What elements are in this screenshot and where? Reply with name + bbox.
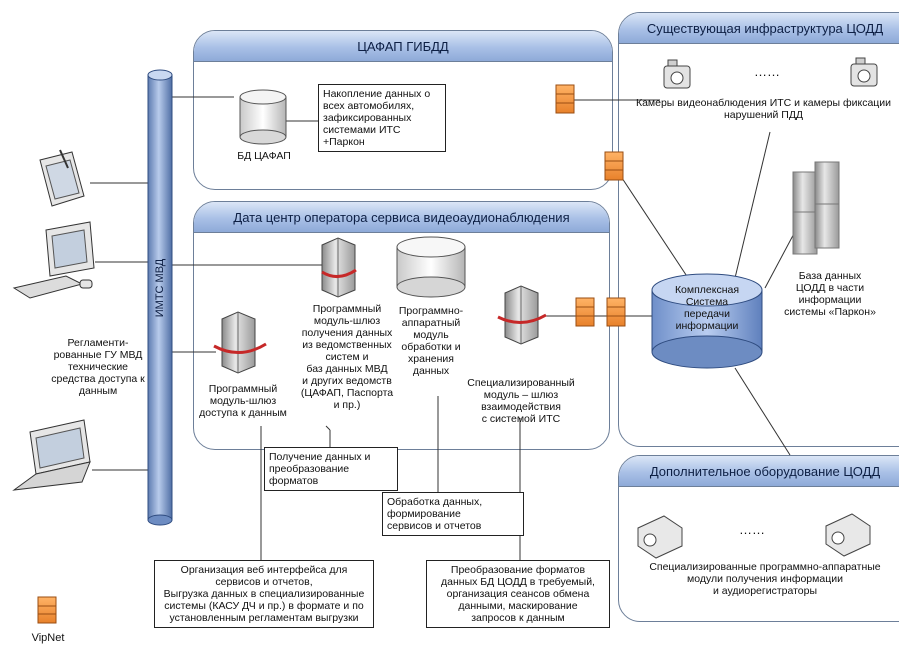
- server-gateway-data-icon: [321, 237, 357, 298]
- dots-cameras: ……: [754, 64, 780, 79]
- datacenter-panel: Дата центр оператора сервиса видеоаудион…: [193, 201, 610, 450]
- firewall-icon-2: [604, 151, 624, 181]
- camera-icon-2: [850, 57, 878, 87]
- db-cafap-label: БД ЦАФАП: [237, 150, 291, 162]
- imts-bus-label: ИМТС МВД: [154, 258, 166, 318]
- database-label: База данных ЦОДД в части информации сист…: [784, 270, 876, 318]
- desktop-computer-icon: [12, 221, 95, 299]
- callout-process: Обработка данных, формирование сервисов …: [382, 492, 524, 536]
- firewall-icon-1: [555, 84, 575, 114]
- module-access-label: Программный модуль-шлюз доступа к данным: [199, 383, 287, 419]
- vipnet-legend-icon: [37, 596, 57, 624]
- callout-receive: Получение данных и преобразование формат…: [264, 447, 398, 491]
- server-its-icon: [497, 285, 547, 345]
- storage-cylinder-icon: [396, 236, 466, 298]
- imts-bus: [147, 69, 173, 526]
- callout-convert: Преобразование форматов данных БД ЦОДД в…: [426, 560, 610, 628]
- complex-system-cylinder: [651, 273, 763, 369]
- reglament-label: Регламенти- рованные ГУ МВД технические …: [51, 337, 145, 397]
- accumulation-note: Накопление данных о всех автомобилях, за…: [318, 84, 446, 152]
- callout-web: Организация веб интерфейса для сервисов …: [154, 560, 374, 628]
- database-servers-icon: [792, 161, 840, 255]
- module-gateway-data-label: Программный модуль-шлюз получения данных…: [300, 303, 394, 411]
- tablet-icon: [39, 149, 85, 207]
- vipnet-label: VipNet: [31, 632, 65, 644]
- recorder-module-icon-1: [637, 515, 683, 559]
- extra-panel-title: Дополнительное оборудование ЦОДД: [619, 456, 899, 487]
- recorder-module-icon-2: [825, 513, 871, 557]
- dots-recorders: ……: [739, 522, 765, 537]
- firewall-icon-3: [575, 297, 595, 327]
- module-hw-label: Программно- аппаратный модуль обработки …: [398, 305, 464, 377]
- server-access-icon: [213, 311, 267, 374]
- complex-system-label: Комплексная Система передачи информации: [674, 284, 740, 332]
- module-its-label: Специализированный модуль – шлюз взаимод…: [467, 377, 575, 425]
- db-cafap-icon: [239, 89, 287, 145]
- infra-panel-title: Существующая инфраструктура ЦОДД: [619, 13, 899, 44]
- camera-icon-1: [663, 59, 691, 89]
- cameras-label: Камеры видеонаблюдения ИТС и камеры фикс…: [635, 97, 892, 121]
- firewall-icon-4: [606, 297, 626, 327]
- datacenter-panel-title: Дата центр оператора сервиса видеоаудион…: [194, 202, 609, 233]
- laptop-icon: [12, 419, 91, 491]
- recorders-label: Специализированные программно-аппаратные…: [649, 561, 881, 597]
- cafap-panel-title: ЦАФАП ГИБДД: [194, 31, 612, 62]
